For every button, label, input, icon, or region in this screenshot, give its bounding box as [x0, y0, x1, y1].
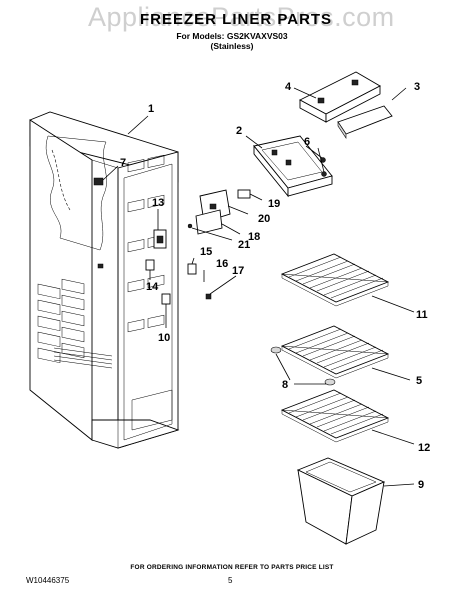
freezer-liner-part: [29, 111, 180, 449]
callout-8: 8: [282, 379, 288, 391]
callout-9: 9: [418, 479, 424, 491]
callout-10: 10: [158, 332, 170, 344]
callout-18: 18: [248, 231, 260, 243]
clip-part-19: [237, 189, 263, 201]
bin-part-9: [296, 457, 415, 545]
screws-part-6: [305, 145, 327, 177]
models-line: For Models: GS2KVAXVS03: [176, 31, 288, 41]
clip-part-10: [161, 293, 171, 328]
ordering-note: FOR ORDERING INFORMATION REFER TO PARTS …: [130, 564, 334, 571]
support-part-8: [270, 346, 336, 386]
finish-line: (Stainless): [210, 41, 254, 51]
page-number: 5: [228, 576, 233, 585]
document-number: W10446375: [26, 576, 70, 585]
watermark: AppliancePartsPros.com: [88, 2, 395, 32]
cover-part-3: [337, 87, 407, 139]
callout-17: 17: [232, 265, 244, 277]
switch-part-13: [153, 209, 167, 249]
callout-21: 21: [238, 239, 250, 251]
callout-12: 12: [418, 442, 430, 454]
callout-5: 5: [416, 375, 422, 387]
callout-6: 6: [304, 136, 310, 148]
clip-part-14: [145, 259, 155, 280]
shelf-part-12: [280, 389, 415, 445]
callout-1: 1: [148, 103, 154, 115]
callout-20: 20: [258, 213, 270, 225]
callout-19: 19: [268, 198, 280, 210]
screw-part-21: [187, 223, 233, 241]
callout-15: 15: [200, 246, 212, 258]
bracket-part-4: [293, 71, 381, 123]
callout-13: 13: [152, 197, 164, 209]
page-title: FREEZER LINER PARTS: [140, 11, 333, 28]
shelf-part-5: [280, 325, 411, 381]
callout-3: 3: [414, 81, 420, 93]
shelf-part-11: [280, 253, 415, 313]
callout-11: 11: [416, 309, 428, 321]
callout-4: 4: [285, 81, 292, 93]
control-part-18: [195, 209, 241, 235]
callout-14: 14: [146, 281, 159, 293]
fastener-part-7: [93, 165, 119, 186]
housing-part-2: [245, 135, 333, 198]
callout-7: 7: [120, 157, 126, 169]
callout-16: 16: [216, 258, 228, 270]
part-17: [205, 275, 237, 300]
clip-part-15: [187, 257, 197, 275]
callout-2: 2: [236, 125, 242, 137]
